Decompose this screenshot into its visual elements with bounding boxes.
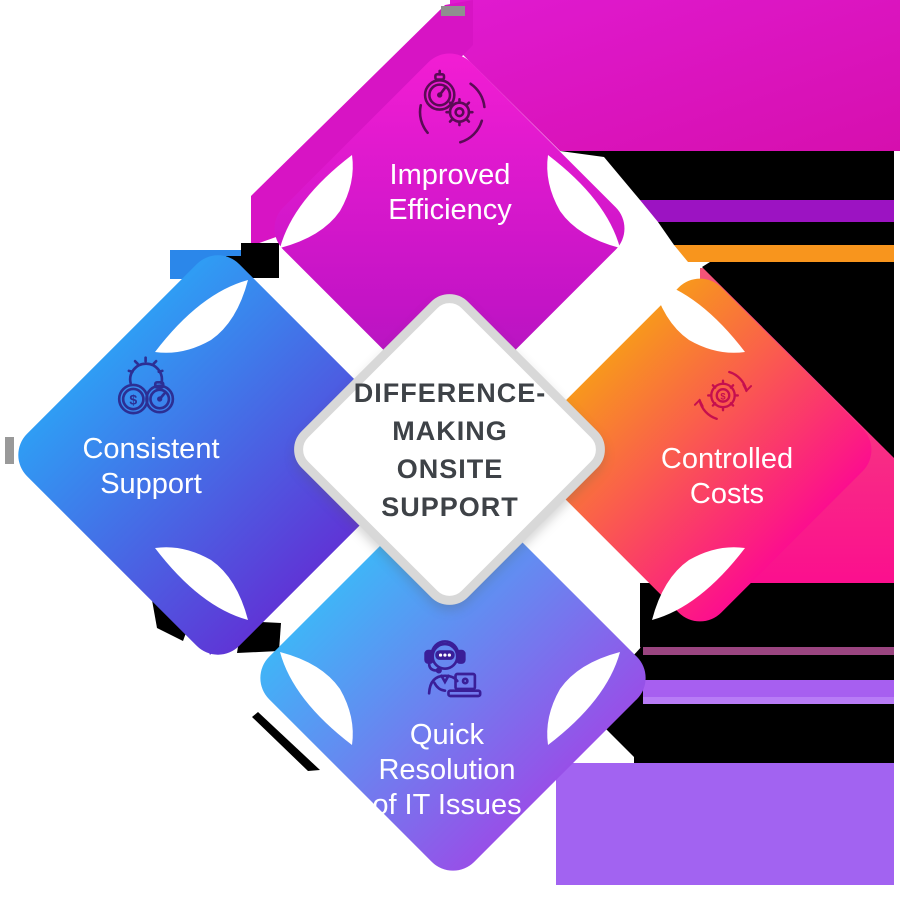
square-nw-edge-white-v (279, 243, 283, 283)
label-line: Consistent (82, 433, 220, 465)
svg-text:$: $ (720, 391, 726, 401)
swoosh-nw-lower (155, 280, 248, 353)
label-line: Quick (409, 719, 485, 751)
stripe-se-mauve (640, 647, 894, 655)
svg-text:$: $ (129, 391, 137, 407)
ribbon-bottom-purple (556, 763, 900, 885)
label-line: Resolution (378, 754, 516, 786)
sliver-sw-black-3 (252, 712, 320, 771)
swoosh-se-lower (547, 652, 620, 745)
square-nw-edge-white-h (243, 278, 283, 282)
strip-right-white (894, 151, 900, 885)
stripe-ne-black-2 (658, 222, 894, 245)
label-controlled-costs: Controlled Costs (577, 442, 877, 512)
swoosh-sw-upper (155, 547, 248, 620)
label-line: of IT Issues (372, 789, 522, 821)
stripe-se-purple-light (640, 697, 894, 704)
coin-time-gear-icon: $ (117, 356, 175, 415)
stripe-se-purple (640, 680, 894, 697)
stripe-ne-purple (640, 200, 894, 222)
label-quick-resolution: Quick Resolution of IT Issues (297, 718, 597, 823)
label-consistent-support: Consistent Support (1, 432, 301, 502)
center-title-line: ONSITE (396, 454, 504, 484)
swoosh-sw-lower (280, 652, 353, 745)
stripe-ne-orange (674, 245, 894, 262)
swoosh-ne-lower (652, 280, 745, 353)
fold-tab-gray (441, 6, 465, 16)
label-line: Support (100, 468, 202, 500)
swoosh-nw-upper (280, 155, 353, 248)
stripe-se-black-2 (640, 655, 894, 680)
label-line: Costs (689, 478, 765, 510)
label-line: Efficiency (388, 194, 512, 226)
swoosh-ne-upper (547, 155, 620, 248)
gear-dollar-cycle-icon: $ (693, 370, 753, 421)
center-title-line: SUPPORT (381, 492, 519, 522)
label-line: Improved (389, 159, 511, 191)
stripe-ne-black-1 (560, 151, 894, 200)
support-agent-laptop-icon (424, 640, 482, 698)
stripe-se-black-3 (634, 704, 900, 763)
center-title-line: DIFFERENCE- (353, 378, 547, 408)
label-line: Controlled (660, 443, 794, 475)
label-improved-efficiency: Improved Efficiency (300, 158, 600, 228)
wedge-ne-black (702, 262, 894, 458)
swoosh-se-upper (652, 547, 745, 620)
center-title-line: MAKING (392, 416, 508, 446)
center-title: DIFFERENCE- MAKING ONSITE SUPPORT (300, 374, 600, 526)
ribbon-top-magenta (450, 0, 900, 151)
stopwatch-gear-icon (418, 69, 486, 144)
sliver-left-gray (5, 437, 14, 464)
